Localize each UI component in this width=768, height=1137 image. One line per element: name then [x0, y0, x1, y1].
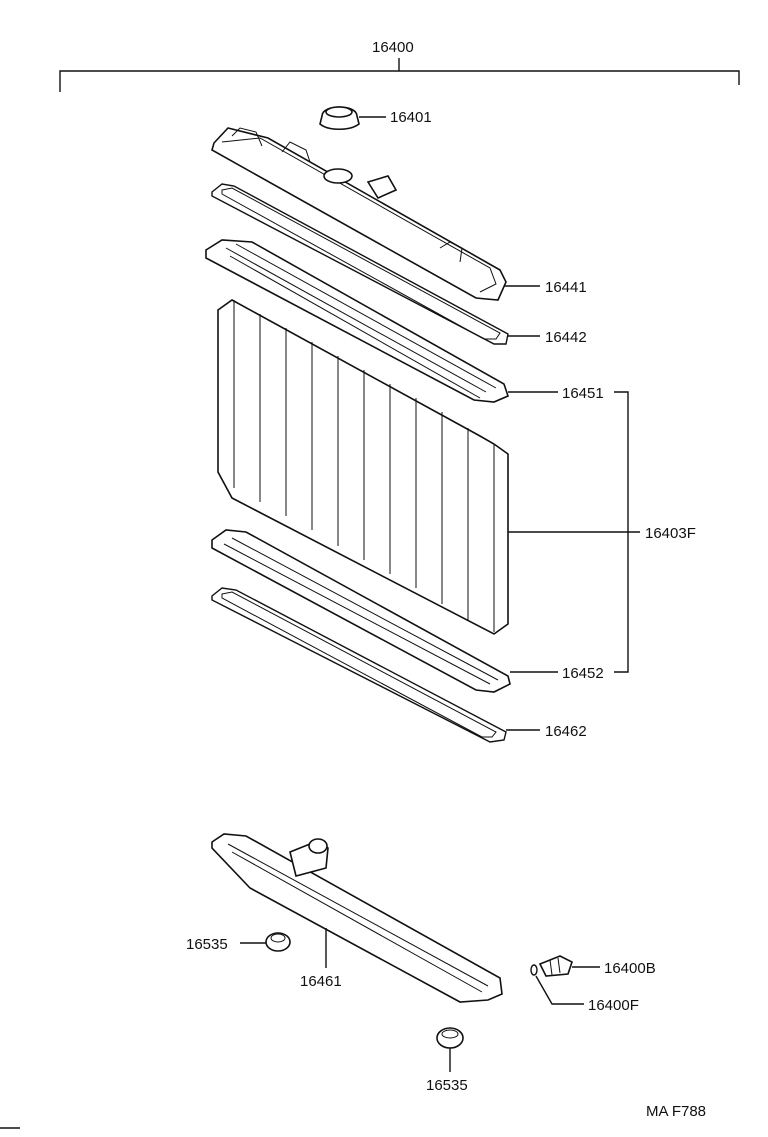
label-upper-gasket: 16442 [545, 329, 587, 346]
label-upper-tank: 16441 [545, 279, 587, 296]
label-lower-plate: 16452 [562, 665, 604, 682]
label-drain-oring: 16400F [588, 997, 639, 1014]
assembly-label: 16400 [372, 39, 414, 56]
label-cap: 16401 [390, 109, 432, 126]
radiator-cap [319, 106, 386, 131]
upper-tank [211, 127, 540, 301]
label-core-assembly: 16403F [645, 525, 696, 542]
cushion-bottom [436, 1027, 464, 1072]
label-lower-tank: 16461 [300, 973, 342, 990]
label-drain-cock: 16400B [604, 960, 656, 977]
radiator-core [217, 299, 640, 635]
lower-tank [211, 833, 503, 1003]
assembly-bracket [59, 58, 740, 92]
lower-gasket [211, 587, 540, 743]
drain-oring [530, 964, 584, 1005]
upper-plate [205, 239, 558, 403]
lower-plate [211, 529, 558, 693]
cushion-left [240, 932, 291, 952]
label-cushion-left: 16535 [186, 936, 228, 953]
upper-gasket [211, 183, 540, 345]
label-lower-gasket: 16462 [545, 723, 587, 740]
figure-code: MA F788 [646, 1103, 706, 1120]
label-upper-plate: 16451 [562, 385, 604, 402]
drain-cock [538, 955, 600, 977]
core-bracket [614, 391, 629, 673]
label-cushion-bottom: 16535 [426, 1077, 468, 1094]
